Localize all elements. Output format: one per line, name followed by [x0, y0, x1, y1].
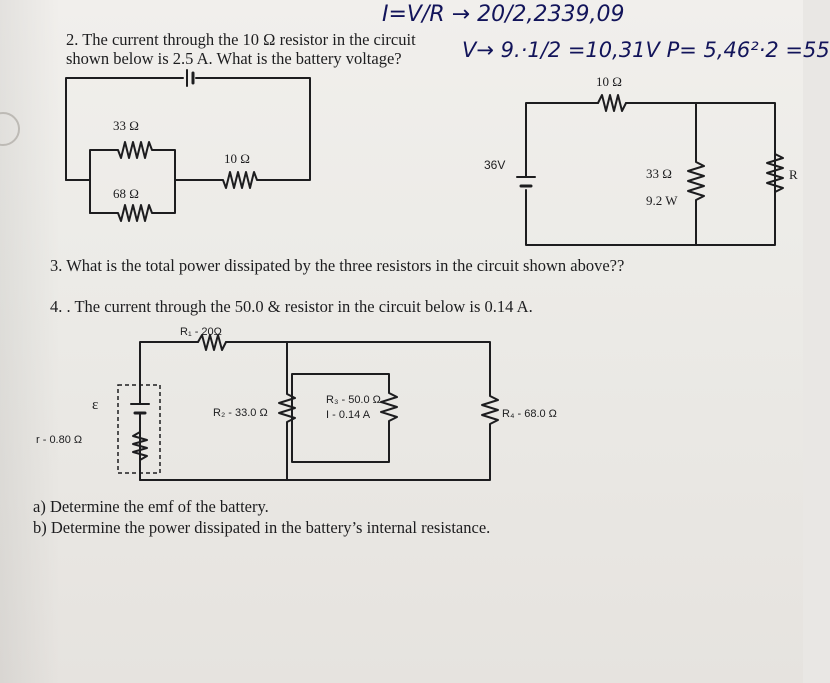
c3-wire-left-top: [525, 102, 599, 178]
q2-label-33: 33 Ω: [113, 118, 139, 133]
c4-label-r3-current: I - 0.14 A: [326, 409, 371, 421]
q2-resistor-33: [89, 141, 161, 214]
q2-label-68: 68 Ω: [113, 186, 139, 201]
c4-internal-resistance: [132, 412, 148, 481]
q2-wire-branch-bottom: [159, 179, 176, 214]
c3-resistor-10: [597, 94, 627, 112]
c3-label-power: 9.2 W: [646, 193, 678, 208]
c3-resistor-33: [687, 102, 705, 246]
c3-label-33: 33 Ω: [646, 166, 672, 181]
c4-battery-box: [117, 384, 161, 474]
q3-text: 3. What is the total power dissipated by…: [50, 256, 625, 275]
c4-label-emf: ε: [92, 397, 99, 413]
c4-wire-top-right: [225, 341, 491, 393]
q2-wire-branch-top: [159, 149, 176, 181]
q2-text-line2: shown below is 2.5 A. What is the batter…: [66, 49, 402, 68]
c3-resistor-R: [766, 149, 784, 201]
q2-label-10: 10 Ω: [224, 151, 250, 166]
q2-wire-left-top: [65, 77, 184, 181]
q2-text-line1: 2. The current through the 10 Ω resistor…: [66, 30, 416, 49]
c4-wire-top-left: [139, 341, 199, 394]
q4-text: 4. . The current through the 50.0 & resi…: [50, 297, 533, 316]
handwritten-note-2: V→ 9.·1/2 =10,31V P= 5,46²·2 =55: [462, 38, 830, 62]
c4-wire-bottom: [139, 427, 491, 481]
c4-resistor-r4: [481, 391, 499, 429]
c4-resistor-r2: [278, 341, 296, 481]
part-b: b) Determine the power dissipated in the…: [33, 518, 491, 537]
circuit-diagrams: [65, 69, 784, 481]
c3-label-10: 10 Ω: [596, 74, 622, 89]
c3-label-R: R: [789, 167, 798, 182]
c4-label-r4: R₄ - 68.0 Ω: [502, 408, 557, 420]
c3-wire-loop: [525, 102, 776, 246]
c3-label-battery: 36V: [484, 158, 506, 172]
q2-wire-right: [195, 77, 311, 181]
c4-label-r2: R₂ - 33.0 Ω: [213, 407, 268, 419]
part-a: a) Determine the emf of the battery.: [33, 497, 269, 516]
c4-label-r1: R₁ - 20Ω: [180, 326, 222, 338]
q2-resistor-68: [89, 204, 161, 222]
c4-resistor-r1: [197, 334, 227, 351]
handwritten-note-1: I=V/R → 20/2,2339,09: [382, 2, 625, 27]
c4-resistor-r3: [291, 373, 398, 463]
c4-label-r3: R₃ - 50.0 Ω: [326, 394, 381, 406]
c4-label-internal-r: r - 0.80 Ω: [36, 434, 83, 446]
q2-resistor-10: [174, 171, 266, 189]
